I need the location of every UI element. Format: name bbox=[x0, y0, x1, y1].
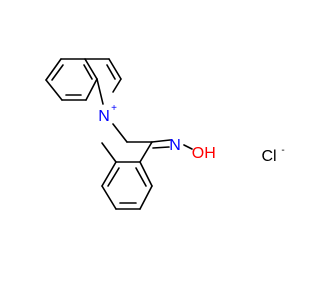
bond-c7-c6 bbox=[45, 79, 63, 101]
double-bond-c4-c3 bbox=[106, 64, 116, 80]
bond-n-o bbox=[183, 144, 193, 150]
double-bond-c2-c3 bbox=[107, 167, 120, 187]
bond-c8a-c8 bbox=[85, 78, 98, 101]
negative-charge-label: - bbox=[281, 145, 284, 156]
chloride-counter-ion: Cl - bbox=[261, 145, 284, 165]
double-bond-c4a-c8a bbox=[83, 64, 93, 80]
bond-c2-methyl bbox=[101, 142, 117, 163]
bond-c5-c6 bbox=[139, 185, 153, 210]
oxime-nitrogen-label: N bbox=[169, 137, 181, 154]
bond-c6-c5 bbox=[45, 58, 62, 81]
quinoline-pyridinium-ring bbox=[84, 58, 122, 105]
linker-and-oxime bbox=[112, 123, 171, 149]
bond-c-n-oxime-lower bbox=[152, 146, 170, 149]
hydroxyl-hydrogen-label: H bbox=[204, 145, 216, 162]
bond-c2-c3 bbox=[101, 161, 117, 187]
quinoline-benzo-ring bbox=[45, 58, 98, 101]
double-bond-c6-c1 bbox=[135, 167, 147, 187]
chlorine-atom-label: Cl bbox=[261, 148, 276, 165]
tolyl-ring bbox=[101, 141, 153, 210]
bond-n1-c8a bbox=[96, 78, 104, 105]
quinolinium-nitrogen: N + bbox=[98, 103, 117, 125]
bond-n1-ch2 bbox=[112, 123, 128, 143]
oxime-group: N O H bbox=[169, 137, 216, 162]
nitrogen-atom-label: N bbox=[98, 108, 110, 125]
bond-c-oxime-c1 bbox=[139, 141, 153, 163]
bond-c-n-oxime-upper bbox=[151, 139, 171, 143]
oxygen-atom-label: O bbox=[192, 145, 204, 162]
positive-charge-label: + bbox=[111, 103, 117, 114]
bond-c3-c2 bbox=[112, 78, 122, 93]
bond-c4a-c8a bbox=[84, 58, 98, 80]
bond-c4-c3 bbox=[108, 58, 122, 80]
double-bond-c6-c5 bbox=[51, 64, 64, 81]
bond-c3-c4 bbox=[101, 185, 117, 210]
bond-c6-c1 bbox=[139, 161, 153, 187]
molecule-structure-diagram: N + N O H Cl - bbox=[45, 58, 285, 210]
